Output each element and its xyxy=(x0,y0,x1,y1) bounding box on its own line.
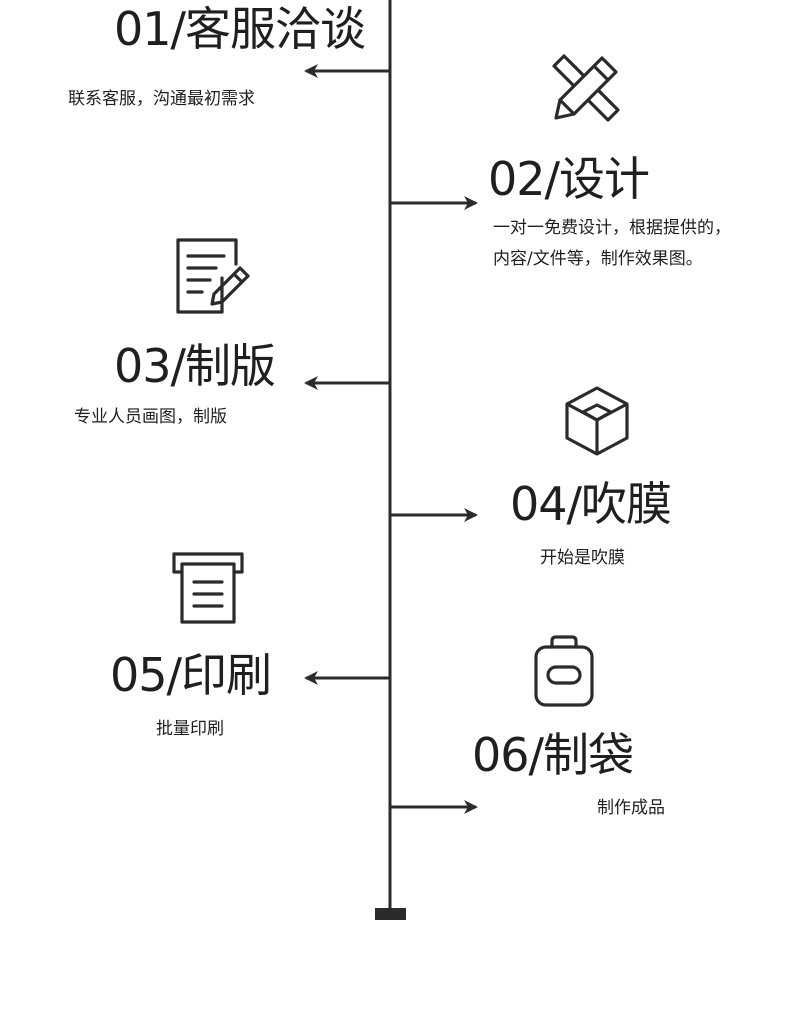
step-02-title: 02/设计 xyxy=(488,152,650,206)
step-01-desc: 联系客服，沟通最初需求 xyxy=(68,89,255,109)
step-02-desc-line2: 内容/文件等，制作效果图。 xyxy=(493,249,703,269)
document-pen-icon xyxy=(176,238,250,314)
timeline-end-cap xyxy=(375,908,406,920)
bag-icon xyxy=(534,635,594,707)
printer-icon xyxy=(172,552,244,624)
step-05-title: 05/印刷 xyxy=(110,648,272,702)
step-05-desc: 批量印刷 xyxy=(156,719,224,739)
step-04-desc: 开始是吹膜 xyxy=(540,548,625,568)
step-03-desc: 专业人员画图，制版 xyxy=(74,407,227,427)
step-04-title: 04/吹膜 xyxy=(510,477,672,531)
step-06-title: 06/制袋 xyxy=(472,728,634,782)
step-06-desc: 制作成品 xyxy=(597,798,665,818)
ruler-pencil-icon xyxy=(552,54,620,122)
step-02-desc-line1: 一对一免费设计，根据提供的， xyxy=(493,218,731,238)
step-03-title: 03/制版 xyxy=(114,339,276,393)
box-icon xyxy=(565,386,629,456)
step-01-title: 01/客服洽谈 xyxy=(114,2,366,56)
